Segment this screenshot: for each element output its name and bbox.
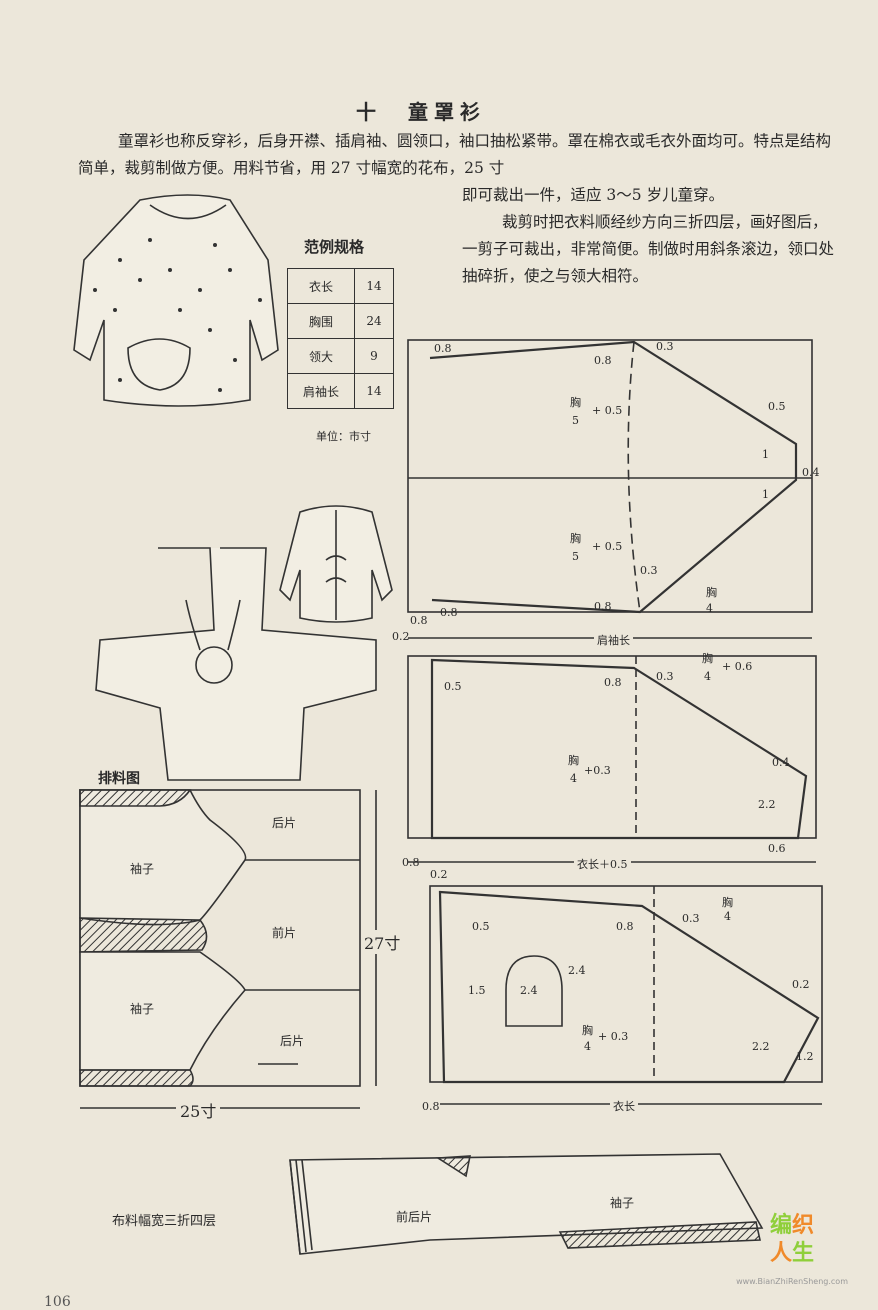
spec-label: 胸围 — [287, 303, 355, 339]
dim-label: 衣长 — [610, 1098, 638, 1114]
dim-label: 0.5 — [444, 680, 462, 693]
page-number: 106 — [44, 1294, 71, 1310]
dim-label: 0.5 — [768, 400, 786, 413]
dim-label: 4 — [584, 1040, 591, 1053]
dim-label: 2.2 — [758, 798, 776, 811]
dim-label: 2.4 — [520, 984, 538, 997]
dim-label: 0.6 — [768, 842, 786, 855]
dim-label: 1.2 — [796, 1050, 814, 1063]
spec-value: 14 — [354, 268, 394, 304]
spec-label: 衣长 — [287, 268, 355, 304]
dim-label: 0.2 — [430, 868, 448, 881]
intro-line-1: 童罩衫也称反穿衫，后身开襟、插肩袖、圆领口，袖口抽松紧带。罩在棉衣或毛衣外面均可… — [78, 132, 832, 177]
dim-label: + 0.5 — [592, 404, 623, 417]
dim-label: 4 — [724, 910, 731, 923]
front-pattern — [429, 885, 823, 1105]
dim-label: 5 — [572, 550, 579, 563]
dim-label: 胸 — [568, 754, 579, 767]
dim-label: 4 — [704, 670, 711, 683]
dim-label: 0.8 — [422, 1100, 440, 1113]
dim-label: 0.3 — [656, 340, 674, 353]
dim-label: 0.8 — [434, 342, 452, 355]
sleeve-pattern — [407, 339, 813, 639]
dim-label: 0.2 — [792, 978, 810, 991]
layout-height-label: 27寸 — [364, 930, 401, 954]
dim-label: 0.3 — [656, 670, 674, 683]
dim-label: 胸 — [582, 1024, 593, 1037]
dim-label: 0.8 — [594, 600, 612, 613]
dim-label: 0.8 — [616, 920, 634, 933]
dim-label: 1 — [762, 488, 769, 501]
watermark-logo: 编织 人生 www.BianZhiRenSheng.com — [736, 1213, 848, 1286]
dim-label: 0.8 — [594, 354, 612, 367]
dim-label: + 0.5 — [592, 540, 623, 553]
dim-label: 0.2 — [392, 630, 410, 643]
dim-label: 胸 — [722, 896, 733, 909]
dim-label: 5 — [572, 414, 579, 427]
intro-text: 童罩衫也称反穿衫，后身开襟、插肩袖、圆领口，袖口抽松紧带。罩在棉衣或毛衣外面均可… — [78, 128, 838, 290]
piece-label: 后片 — [280, 1034, 305, 1048]
dim-label: 0.3 — [682, 912, 700, 925]
dim-label: 2.4 — [568, 964, 586, 977]
piece-label: 袖子 — [130, 1002, 155, 1016]
dim-label: 0.4 — [772, 756, 790, 769]
dim-label: 1 — [762, 448, 769, 461]
dim-label: 胸 — [702, 652, 713, 665]
piece-label: 后片 — [272, 816, 297, 830]
dim-label: 肩袖长 — [594, 632, 633, 648]
intro-line-2: 即可裁出一件，适应 3～5 岁儿童穿。 — [462, 186, 725, 204]
dim-label: 4 — [570, 772, 577, 785]
dim-label: 胸 — [706, 586, 717, 599]
dim-label: 0.8 — [402, 856, 420, 869]
piece-label: 前片 — [272, 926, 297, 940]
dim-label: 0.4 — [802, 466, 820, 479]
layout-title: 排料图 — [98, 771, 140, 787]
dim-label: + 0.6 — [722, 660, 753, 673]
dim-label: 2.2 — [752, 1040, 770, 1053]
page-title: 十 童罩衫 — [356, 100, 486, 124]
fold-sleeve-label: 袖子 — [610, 1196, 635, 1210]
dim-label: +0.3 — [584, 764, 611, 777]
intro-line-3: 裁剪时把衣料顺经纱方向三折四层，画好图后，一剪子可裁出，非常简便。制做时用斜条滚… — [462, 213, 835, 285]
dim-label: 4 — [706, 602, 713, 615]
piece-label: 袖子 — [130, 862, 155, 876]
dim-label: 0.8 — [410, 614, 428, 627]
smock-illustration — [73, 194, 279, 407]
layout-width-label: 25寸 — [176, 1098, 221, 1122]
dim-label: 0.8 — [604, 676, 622, 689]
dim-label: 0.3 — [640, 564, 658, 577]
dim-label: + 0.3 — [598, 1030, 629, 1043]
fold-front-back-label: 前后片 — [396, 1210, 433, 1224]
spec-value: 14 — [354, 373, 394, 409]
dim-label: 1.5 — [468, 984, 486, 997]
dim-label: 0.8 — [440, 606, 458, 619]
cutting-layout — [79, 789, 377, 1109]
fold-diagram — [289, 1153, 764, 1255]
flat-layout-illustration — [95, 547, 377, 781]
dim-label: 胸 — [570, 532, 581, 545]
spec-table-title: 范例规格 — [304, 238, 365, 256]
dim-label: 胸 — [570, 396, 581, 409]
spec-unit: 单位：市寸 — [316, 430, 371, 443]
dim-label: 衣长＋0.5 — [574, 856, 631, 872]
spec-label: 肩袖长 — [287, 373, 355, 409]
smock-back-illustration — [279, 505, 393, 623]
fold-note: 布料幅宽三折四层 — [112, 1214, 217, 1229]
spec-value: 9 — [354, 338, 394, 374]
dim-label: 0.5 — [472, 920, 490, 933]
